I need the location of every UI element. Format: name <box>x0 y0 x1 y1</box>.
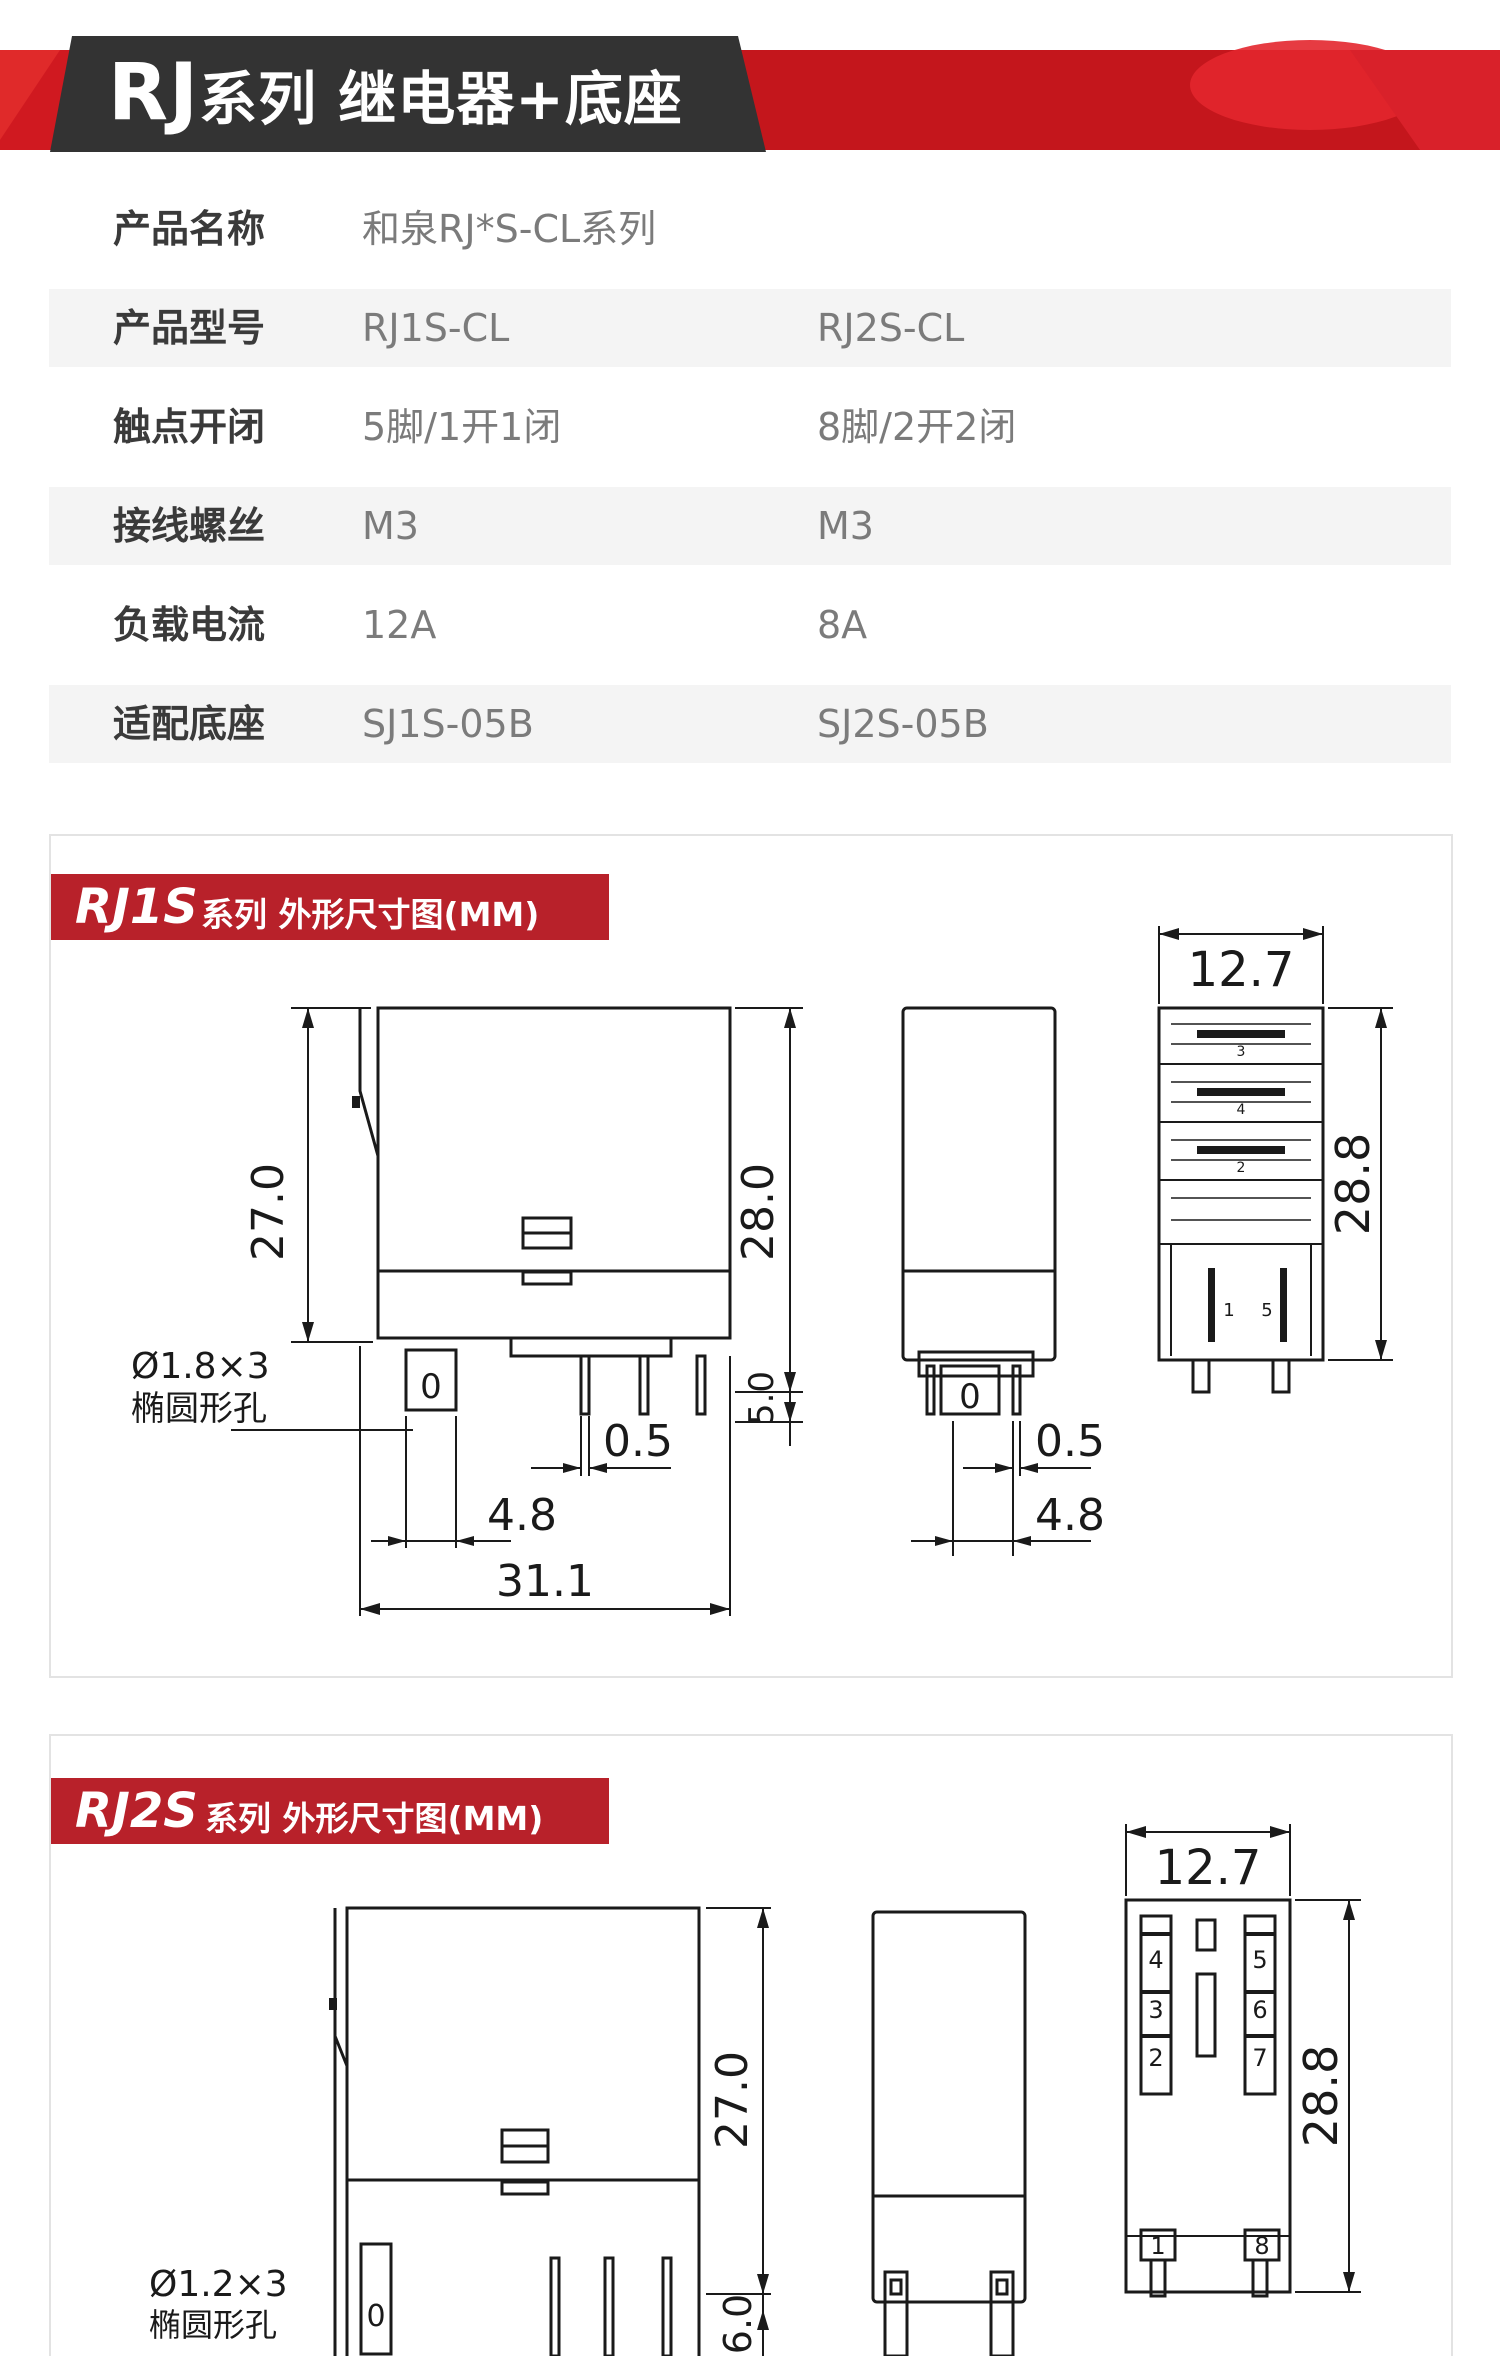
terminal-1: 1 <box>1223 1300 1234 1321</box>
spec-row-product-name: 产品名称 和泉RJ*S-CL系列 <box>49 190 1451 268</box>
title-model: RJ <box>108 48 200 138</box>
dim-bottom-width: 12.7 <box>1155 1840 1262 1896</box>
dim-side-thickness: 0.5 <box>1035 1416 1105 1467</box>
terminal-2: 2 <box>1148 2044 1163 2072</box>
terminal-1: 1 <box>1150 2232 1165 2260</box>
spec-row-model: 产品型号 RJ1S-CL RJ2S-CL <box>49 289 1451 367</box>
spec-value: M3 <box>817 504 874 548</box>
dim-pin-length: 6.0 <box>716 2294 760 2354</box>
spec-value: RJ1S-CL <box>362 306 510 350</box>
spec-value: RJ2S-CL <box>817 306 965 350</box>
panel-title-tag: RJ1S 系列 外形尺寸图(MM) <box>51 874 609 940</box>
rj2s-drawing: 0 <box>149 1824 1361 2356</box>
spec-value: 12A <box>362 603 437 647</box>
spec-label: 产品型号 <box>113 306 266 350</box>
dim-bottom-height: 28.8 <box>1326 1133 1380 1235</box>
spec-label: 适配底座 <box>113 702 266 746</box>
terminal-3: 3 <box>1237 1044 1246 1060</box>
spec-label: 产品名称 <box>113 207 266 251</box>
rj1s-bottom-view <box>1157 926 1393 1394</box>
dim-bottom-height: 28.8 <box>1294 2045 1348 2147</box>
terminal-4: 4 <box>1148 1946 1163 1974</box>
dimension-panel-rj2s: RJ2S 系列 外形尺寸图(MM) 0 <box>49 1734 1453 2356</box>
dim-bottom-width: 12.7 <box>1188 942 1295 998</box>
rj1s-front-view: 0 <box>231 1006 803 1616</box>
title-rest: 系列 继电器+底座 <box>199 65 683 133</box>
banner-background <box>0 36 1500 152</box>
dim-hole-desc: 椭圆形孔 <box>131 1389 267 1429</box>
dimension-panel-rj1s: RJ1S 系列 外形尺寸图(MM) 0 <box>49 834 1453 1678</box>
terminal-3: 3 <box>1148 1996 1163 2024</box>
dim-pin-thickness: 0.5 <box>603 1416 673 1467</box>
svg-text:0: 0 <box>366 2299 385 2334</box>
spec-value: 和泉RJ*S-CL系列 <box>362 207 657 251</box>
spec-row-screw: 接线螺丝 M3 M3 <box>49 487 1451 565</box>
spec-table: 产品名称 和泉RJ*S-CL系列 产品型号 RJ1S-CL RJ2S-CL 触点… <box>49 190 1451 784</box>
rj2s-side-view <box>871 1910 1027 2356</box>
terminal-5: 5 <box>1252 1946 1267 1974</box>
panel-title-tag: RJ2S 系列 外形尺寸图(MM) <box>51 1778 609 1844</box>
rj2s-bottom-view <box>1124 1824 1361 2298</box>
terminal-4: 4 <box>1237 1102 1246 1118</box>
panel-subtitle: 系列 外形尺寸图(MM) <box>201 895 540 934</box>
spec-label: 接线螺丝 <box>113 504 266 548</box>
dim-hole-label: Ø1.2×3 <box>149 2264 288 2305</box>
dim-hole-label: Ø1.8×3 <box>131 1346 270 1387</box>
spec-row-socket: 适配底座 SJ1S-05B SJ2S-05B <box>49 685 1451 763</box>
rj1s-drawing: 0 <box>131 926 1393 1616</box>
spec-row-current: 负载电流 12A 8A <box>49 586 1451 664</box>
dim-height: 27.0 <box>707 2051 758 2149</box>
header-banner: RJ系列 继电器+底座 <box>0 0 1500 160</box>
dim-total-width: 31.1 <box>496 1556 594 1607</box>
spec-row-contacts: 触点开闭 5脚/1开1闭 8脚/2开2闭 <box>49 388 1451 466</box>
spec-label: 触点开闭 <box>113 405 266 449</box>
svg-text:0: 0 <box>959 1377 981 1417</box>
dim-pin-length: 5.0 <box>742 1371 782 1425</box>
svg-text:0: 0 <box>420 1367 442 1407</box>
dim-height-right: 28.0 <box>733 1163 784 1261</box>
spec-value: M3 <box>362 504 419 548</box>
dim-side-pin-width: 4.8 <box>1035 1490 1105 1541</box>
terminal-7: 7 <box>1252 2044 1267 2072</box>
terminal-5: 5 <box>1261 1300 1272 1321</box>
terminal-2: 2 <box>1237 1160 1246 1176</box>
page-title: RJ系列 继电器+底座 <box>108 38 683 148</box>
dim-hole-desc: 椭圆形孔 <box>149 2306 277 2344</box>
panel-model: RJ1S <box>75 879 198 935</box>
panel-model: RJ2S <box>75 1783 198 1839</box>
spec-value: 8A <box>817 603 868 647</box>
dim-pin-width: 4.8 <box>487 1490 557 1541</box>
dim-height-left: 27.0 <box>243 1163 294 1261</box>
terminal-8: 8 <box>1254 2232 1269 2260</box>
rj1s-side-view: 0 <box>901 1006 1091 1556</box>
spec-value: 8脚/2开2闭 <box>817 405 1017 449</box>
spec-value: SJ1S-05B <box>362 702 534 746</box>
panel-subtitle: 系列 外形尺寸图(MM) <box>205 1799 544 1838</box>
spec-label: 负载电流 <box>113 603 266 647</box>
terminal-6: 6 <box>1252 1996 1267 2024</box>
spec-value: 5脚/1开1闭 <box>362 405 562 449</box>
rj2s-front-view: 0 <box>329 1906 771 2356</box>
spec-value: SJ2S-05B <box>817 702 989 746</box>
